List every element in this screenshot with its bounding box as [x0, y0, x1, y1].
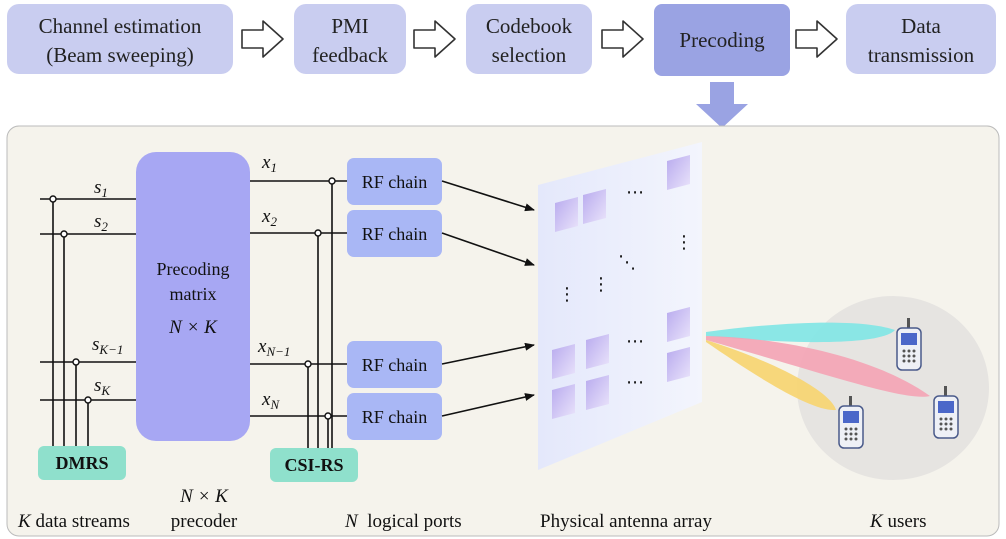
rf-chain-label: RF chain: [362, 172, 428, 192]
precoding-matrix: Precoding matrix N × K: [136, 152, 250, 441]
pipeline: Channel estimation (Beam sweeping) PMI f…: [7, 4, 996, 128]
antenna-element: [586, 375, 609, 410]
step-label-line2: transmission: [868, 43, 975, 67]
step-label-line1: Channel estimation: [39, 14, 202, 38]
pipeline-step-pmi-feedback: PMI feedback: [294, 4, 406, 74]
stream-label-s2: s2: [94, 211, 108, 234]
step-label-line1: Data: [901, 14, 941, 38]
csirs-box: CSI-RS: [270, 448, 358, 482]
arrow-right-icon: [601, 20, 644, 58]
stream-label-s1: s1: [94, 177, 108, 200]
label-k-data-streams: K data streams: [17, 511, 130, 532]
rf-chain-4: RF chain: [347, 393, 442, 440]
csirs-junctions: [304, 177, 336, 420]
ellipsis-horizontal: ⋯: [626, 331, 644, 352]
arrow-right-icon: [413, 20, 456, 58]
arrow-down-icon: [696, 82, 748, 128]
beam-yellow: [706, 340, 836, 411]
ellipsis-diagonal: ⋱: [618, 252, 636, 273]
beams: [706, 322, 930, 411]
antenna-element: [667, 307, 690, 342]
label-physical-antenna-array: Physical antenna array: [540, 511, 712, 532]
ellipsis-horizontal: ⋯: [626, 372, 644, 393]
step-label-line2: selection: [492, 43, 567, 67]
step-label-line1: PMI: [331, 14, 368, 38]
port-label-xN-1: xN−1: [257, 336, 290, 359]
antenna-element: [552, 384, 575, 419]
label-precoder-dim: N × K: [179, 486, 229, 507]
step-label-line1: Codebook: [486, 14, 573, 38]
rf-to-array-arrows: [441, 180, 535, 417]
arrow-right-icon: [241, 20, 284, 58]
ellipsis-vertical: ⋮: [675, 232, 693, 253]
stream-label-sK-1: sK−1: [92, 334, 123, 357]
ellipsis-vertical: ⋮: [592, 274, 610, 295]
antenna-element: [586, 334, 609, 369]
port-label-x2: x2: [261, 206, 277, 229]
rf-chain-1: RF chain: [347, 158, 442, 205]
step-label-line1: Precoding: [679, 28, 765, 52]
arrow-right-icon: [795, 20, 838, 58]
user-phone-icon: [838, 396, 864, 449]
beam-cyan: [706, 322, 895, 343]
step-label-line2: (Beam sweeping): [46, 43, 194, 67]
rf-chain-label: RF chain: [362, 355, 428, 375]
csirs-label: CSI-RS: [284, 455, 343, 475]
antenna-array-panel: [538, 142, 702, 470]
user-phone-icon: [933, 386, 959, 439]
rf-chain-label: RF chain: [362, 224, 428, 244]
beam-pink: [706, 336, 930, 397]
ellipsis-vertical: ⋮: [558, 284, 576, 305]
label-n-logical-ports: N logical ports: [344, 511, 462, 532]
precoder-label-line2: matrix: [170, 284, 217, 304]
precoder-dim-label: N × K: [168, 317, 218, 338]
pipeline-step-codebook-selection: Codebook selection: [466, 4, 592, 74]
label-precoder: precoder: [171, 511, 238, 532]
antenna-element: [667, 347, 690, 382]
precoder-label-line1: Precoding: [157, 259, 230, 279]
rf-chain-2: RF chain: [347, 210, 442, 257]
ellipsis-horizontal: ⋯: [626, 182, 644, 203]
antenna-elements: [552, 155, 690, 419]
port-label-xN: xN: [261, 389, 280, 412]
user-phone-icon: [896, 318, 922, 371]
step-label-line2: feedback: [312, 43, 388, 67]
rf-chain-3: RF chain: [347, 341, 442, 388]
port-lines: [250, 180, 347, 452]
detail-panel: [6, 125, 1000, 537]
label-k-users: K users: [869, 511, 927, 532]
stream-label-sK: sK: [94, 375, 111, 398]
port-label-x1: x1: [261, 152, 277, 175]
dmrs-junctions: [49, 195, 92, 404]
antenna-element: [667, 155, 690, 190]
pipeline-step-channel-estimation: Channel estimation (Beam sweeping): [7, 4, 233, 74]
stream-lines: [40, 198, 136, 448]
dmrs-label: DMRS: [56, 453, 109, 473]
antenna-element: [552, 344, 575, 379]
pipeline-step-data-transmission: Data transmission: [846, 4, 996, 74]
dmrs-box: DMRS: [38, 446, 126, 480]
antenna-element: [555, 197, 578, 232]
antenna-element: [583, 189, 606, 224]
pipeline-step-precoding: Precoding: [654, 4, 790, 76]
rf-chain-label: RF chain: [362, 407, 428, 427]
